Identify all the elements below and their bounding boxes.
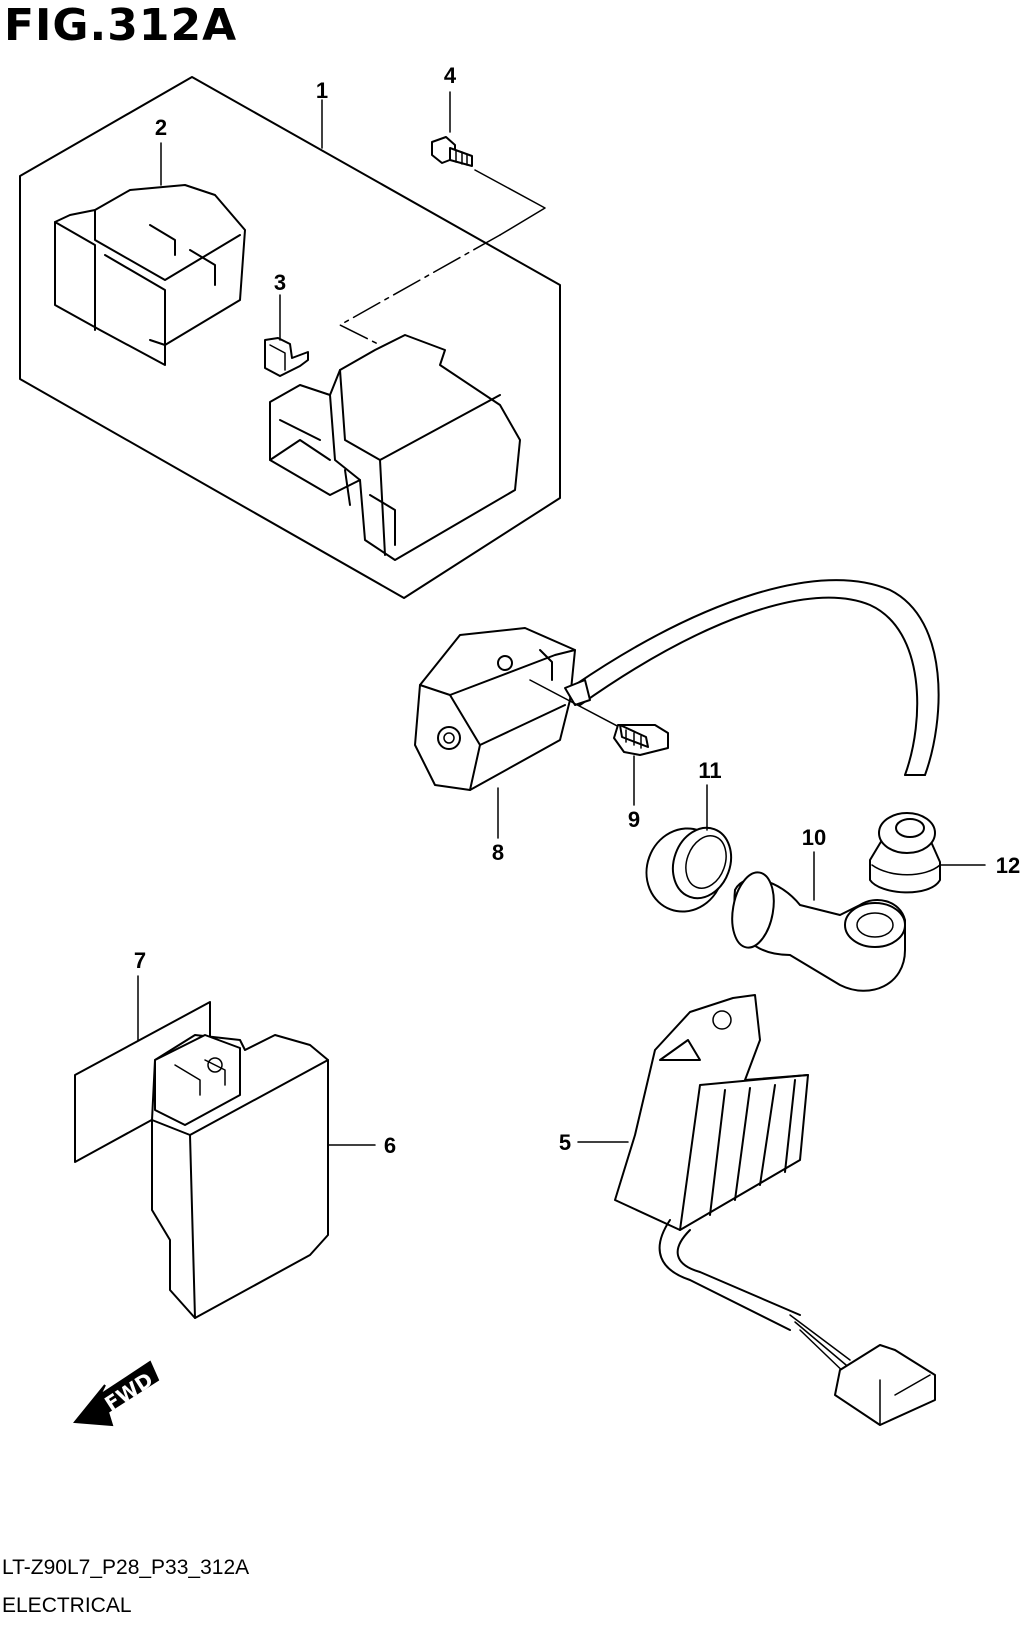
callout-9: 9 [628,807,640,832]
part-9-bolt [529,679,669,756]
callout-labels: 1 2 3 4 5 6 7 8 9 11 10 12 [134,63,1020,1158]
section-name: ELECTRICAL [2,1594,132,1617]
fwd-label: FWD [100,1367,157,1416]
part-high-tension-cord [564,579,940,776]
callout-12: 12 [996,853,1020,878]
part-1-starter-relay [269,334,521,561]
figure-code: LT-Z90L7_P28_P33_312A [2,1556,250,1579]
callout-1: 1 [316,78,328,103]
part-11-ring [645,826,733,913]
fwd-arrow-icon: FWD [73,1360,160,1427]
part-2-relay-cover [54,184,246,366]
leader-lines-top [339,169,546,346]
part-10-plug-cap [731,871,906,992]
assembly-box [19,76,561,599]
callout-4: 4 [444,63,457,88]
callout-8: 8 [492,840,504,865]
part-12-boot [869,812,941,894]
figure-title: FIG.312A [4,0,238,51]
callout-11: 11 [698,758,721,783]
callout-3: 3 [274,270,286,295]
callout-leaders [137,91,986,1146]
part-6-cdi-unit [151,1034,329,1319]
callout-6: 6 [384,1133,396,1158]
part-4-bolt [431,136,473,167]
part-5-regulator [614,994,936,1426]
callout-7: 7 [134,948,146,973]
callout-2: 2 [155,115,167,140]
part-8-ignition-coil [414,627,576,791]
callout-5: 5 [559,1130,571,1155]
part-3-clip [264,337,309,377]
callout-10: 10 [802,825,826,850]
